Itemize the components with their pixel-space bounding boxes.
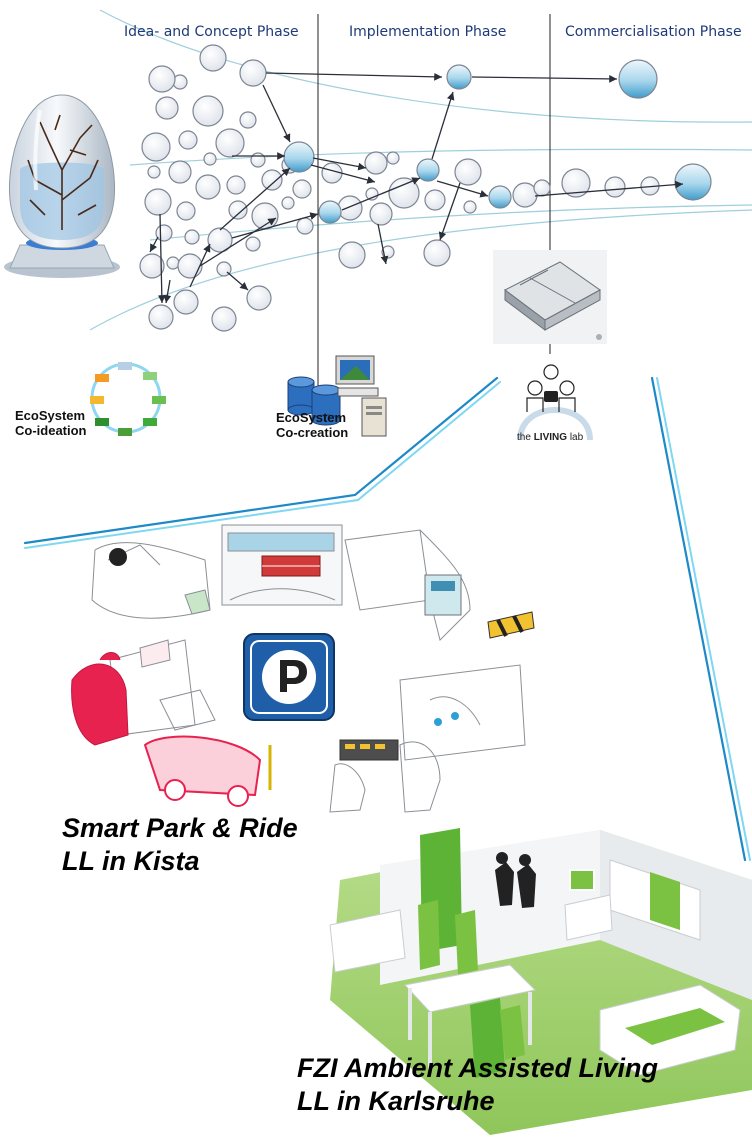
connector-lines [23,376,751,862]
living-lab-logo-text: the LIVING lab [517,432,584,443]
park-and-ride-sketches [71,524,535,813]
co-ideation-cycle-diagram [90,362,166,436]
ecosystem-cocreation-label: EcoSystem Co-creation [276,410,349,440]
selected-ideas [283,59,712,224]
living-lab-logo-image [498,354,608,456]
phase-label-commercialisation: Commercialisation Phase [565,24,742,40]
karlsruhe-caption: FZI Ambient Assisted Living LL in Karlsr… [297,1053,659,1116]
ecosphere-egg-image [4,94,120,278]
parking-sign-icon [243,633,335,721]
kista-caption: Smart Park & Ride LL in Kista [62,813,298,876]
ecosystem-coideation-label: EcoSystem Co-ideation [15,408,87,438]
phase-label-implementation: Implementation Phase [349,24,507,40]
phase-label-idea-concept: Idea- and Concept Phase [124,24,299,40]
living-lab-floorplan-image [493,250,607,344]
idea-bubbles [139,44,660,332]
flow-arrows [149,72,684,304]
ambient-assisted-living-room-image [329,828,752,1135]
database-servers-image [287,355,387,437]
